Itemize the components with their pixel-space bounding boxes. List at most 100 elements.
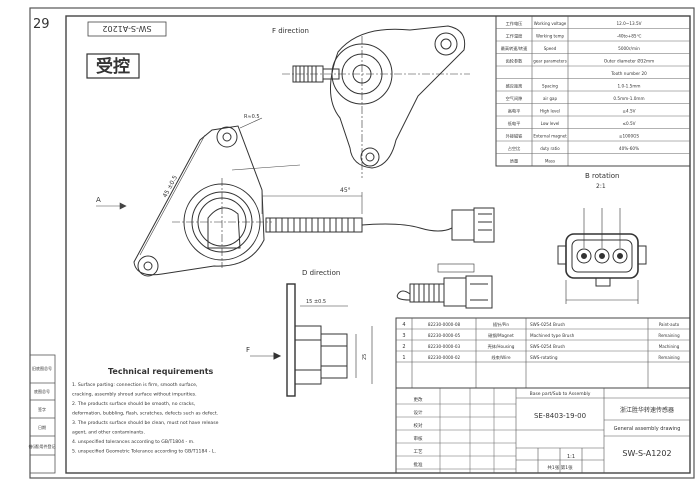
- left-strip-label-3: 签字: [38, 406, 46, 412]
- bom-code: 82230-0000-02: [428, 355, 461, 360]
- bom-code: 82230-0000-03: [428, 344, 461, 349]
- left-strip-label-5: 借(通)用件登记: [28, 443, 55, 449]
- requirements-list: 1. Surface parting: connection is firm, …: [72, 382, 219, 455]
- requirement-line: deformation, bubbling, flash, scratches,…: [72, 411, 218, 417]
- bom-desc: SWS-0254 Brush: [530, 344, 565, 349]
- control-stamp: 受控: [96, 56, 130, 77]
- spec-row-value: ≥1000GS: [619, 133, 639, 138]
- label-a: A: [96, 196, 101, 204]
- requirement-line: agent, and other contaminants.: [72, 430, 145, 436]
- bom-no: 2: [402, 344, 405, 350]
- spec-row-value: Outer diameter Ø32mm: [604, 58, 654, 63]
- spec-row-cn: 空气间隙: [506, 95, 524, 102]
- requirement-line: 3. The products surface should be clean,…: [72, 420, 219, 426]
- scale-value: 1:1: [567, 454, 575, 460]
- spec-row-en: gear parameters: [533, 58, 567, 63]
- bom-no: 1: [402, 355, 405, 361]
- tb-row-label: 工艺: [414, 449, 423, 455]
- drawing-number-top: SW-S-A1202: [102, 24, 151, 33]
- spec-row-cn: 感应距离: [506, 82, 523, 89]
- bom-name: 磁钢/Magnet: [488, 332, 514, 339]
- spec-row-cn: 低电平: [508, 120, 521, 127]
- side-section-view: [250, 283, 373, 397]
- left-strip: 旧底图总号 底图总号 签字 日期 借(通)用件登记: [28, 354, 56, 474]
- title-en: General assembly drawing: [614, 426, 681, 432]
- tb-row-label: 更改: [414, 396, 423, 403]
- spec-row-value: 40%-60%: [619, 146, 639, 151]
- page-number: 29: [33, 17, 50, 32]
- dim-section-height: 25: [362, 354, 368, 360]
- dim-cable-length: 45°: [340, 187, 351, 194]
- drawing-number-bottom: SW-S-A1202: [622, 449, 671, 458]
- tb-row-label: 校对: [414, 422, 423, 429]
- spec-row-value: 5000r/min: [618, 46, 640, 51]
- requirement-line: 1. Surface parting: connection is firm, …: [72, 382, 198, 388]
- tb-row-label: 批准: [414, 461, 423, 468]
- spec-row-en: air gap: [543, 96, 557, 101]
- label-f: F: [246, 346, 250, 354]
- spec-table: 工作电压 Working voltage 12.0~13.5V 工作温度 Working…: [495, 15, 691, 167]
- connector-end-view: [557, 208, 647, 304]
- f-direction-label: F direction: [272, 27, 309, 35]
- spec-row-value: 12.0~13.5V: [616, 21, 641, 26]
- bom-tag: Paint-auto: [659, 322, 680, 327]
- bom-code: 82230-0000-08: [428, 322, 461, 327]
- spec-row-value: ≤0.5V: [622, 121, 635, 126]
- spec-row-value: ≥4.5V: [622, 108, 635, 113]
- requirement-line: 2. The products surface should be smooth…: [72, 401, 196, 407]
- part-code: SE-8403-19-00: [534, 412, 586, 420]
- spec-row-cn: 高电平: [508, 107, 521, 114]
- spec-row-cn: 占空比: [508, 145, 521, 152]
- spec-row-en: Working voltage: [534, 21, 567, 26]
- left-strip-label-4: 日期: [38, 424, 46, 430]
- b-rotation-scale: 2:1: [596, 183, 606, 190]
- b-rotation-label: B rotation: [585, 172, 619, 180]
- bom-desc: SWS-rotating: [530, 355, 558, 360]
- dim-section-width: 15 ±0.5: [306, 299, 326, 305]
- spec-row-en: High level: [540, 108, 560, 113]
- spec-row-en: duty ratio: [540, 146, 560, 151]
- bom-name: 线束/Wire: [491, 354, 511, 361]
- f-direction-view: [282, 25, 470, 178]
- dim-r: R≈0.5: [244, 114, 260, 120]
- spec-row-value: Tooth number 20: [610, 71, 647, 76]
- spec-row-en: Working temp: [536, 33, 565, 38]
- outer-border: [29, 7, 695, 479]
- bom-no: 4: [402, 322, 405, 328]
- left-strip-label-2: 底图总号: [34, 388, 50, 394]
- main-view: [133, 125, 495, 277]
- spec-row-en: Low level: [541, 121, 560, 126]
- sheet-count: 共1张 第1张: [547, 464, 573, 471]
- tb-row-label: 审核: [414, 435, 423, 442]
- left-strip-label-1: 旧底图总号: [32, 365, 52, 371]
- spec-row-cn: 外接磁铁: [506, 132, 524, 139]
- spec-row-value: 1.0-1.5mm: [618, 83, 641, 88]
- spec-row-value: -40to+85℃: [617, 33, 642, 38]
- bom-desc: Machined type Brush: [530, 333, 575, 338]
- requirement-line: cracking, assembly shroud surface withou…: [72, 392, 197, 398]
- tb-row-label: 设计: [414, 409, 423, 416]
- title-cn: 浙江胜华转速传感器: [620, 406, 674, 414]
- d-direction-label: D direction: [302, 269, 340, 277]
- requirement-line: 4. unspecified tolerances according to G…: [72, 439, 195, 445]
- spec-row-cn: 最高转速/转速: [501, 45, 528, 52]
- spec-row-en: Speed: [544, 46, 557, 51]
- d-direction-view: [396, 263, 493, 309]
- spec-row-cn: 工作电压: [506, 20, 523, 27]
- bom-tag: Remaining: [658, 333, 680, 338]
- bom-desc: SWS-0254 Brush: [530, 322, 565, 327]
- spec-row-value: 0.5mm-1.0mm: [613, 96, 644, 101]
- bom-tag: Machining: [659, 344, 680, 349]
- spec-row-en: Spacing: [542, 83, 558, 88]
- requirements-title: Technical requirements: [108, 367, 214, 376]
- spec-row-cn: 工作温度: [506, 32, 524, 39]
- bom-name: 插针/Pin: [493, 321, 509, 328]
- title-block-header: Base part/Sub to Assembly: [530, 391, 591, 397]
- main-view-dimensions: [96, 117, 363, 256]
- bom-no: 3: [402, 333, 405, 339]
- control-stamp-box: [86, 53, 140, 79]
- requirement-line: 5. unspecified Geometric Tolerance accor…: [72, 449, 216, 455]
